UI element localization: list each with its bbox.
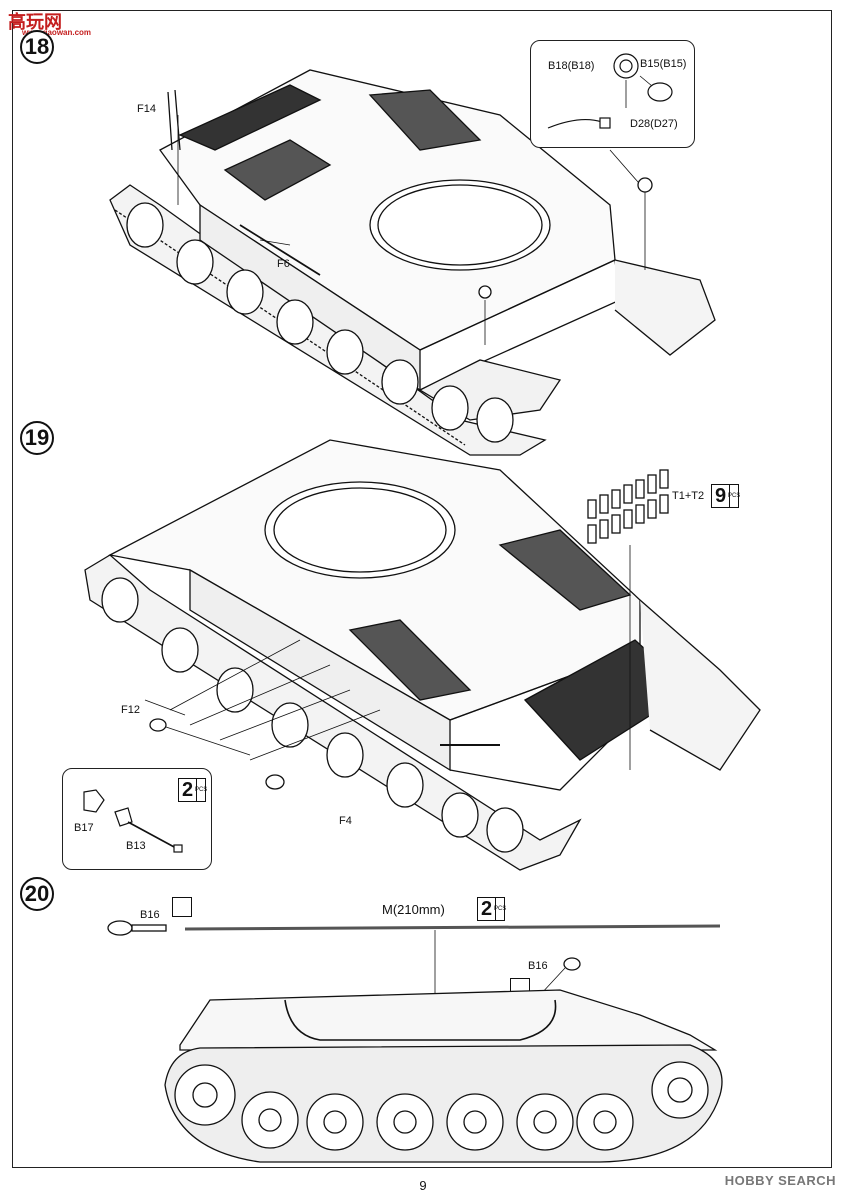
part-label-b16-right: B16 — [528, 960, 548, 972]
qty-callout-unit: PCS — [195, 779, 207, 801]
qty-tracks: 9 PCS — [711, 484, 740, 508]
qty-wire: 2 PCS — [477, 897, 506, 921]
headlight-b17 — [83, 789, 105, 813]
qty-tracks-unit: PCS — [728, 485, 740, 507]
part-label-b18: B18(B18) — [548, 60, 595, 72]
engine-grille — [178, 84, 322, 151]
part-label-b16-left: B16 — [140, 909, 160, 921]
headlight-rim-b15 — [647, 82, 673, 102]
watermark-brand: HOBBY SEARCH — [724, 1173, 836, 1188]
page-number: 9 — [419, 1178, 427, 1193]
part-label-f12: F12 — [121, 704, 140, 716]
part-label-b15: B15(B15) — [640, 58, 687, 70]
watermark-url: www.gaowan.com — [22, 28, 92, 37]
qty-callout: 2 PCS — [178, 778, 207, 802]
part-label-b17: B17 — [74, 822, 94, 834]
hull-side — [179, 989, 718, 1051]
part-label-t1t2: T1+T2 — [672, 490, 705, 502]
part-label-f14: F14 — [137, 103, 156, 115]
qty-tracks-count: 9 — [715, 485, 727, 507]
step-number-19: 19 — [20, 421, 54, 455]
step-number-20: 20 — [20, 877, 54, 911]
spare-track-links — [587, 469, 669, 544]
hatch-ring — [264, 481, 456, 579]
qty-callout-count: 2 — [182, 779, 194, 801]
tow-wire — [184, 924, 721, 931]
page-border — [12, 10, 832, 1168]
part-label-d28: D28(D27) — [630, 118, 678, 130]
part-label-f4: F4 — [339, 815, 352, 827]
qty-wire-count: 2 — [481, 898, 493, 920]
cable-eye-b16 — [107, 920, 133, 936]
roadwheels — [174, 1061, 709, 1151]
part-label-b13: B13 — [126, 840, 146, 852]
part-label-f6: F6 — [277, 258, 290, 270]
hatch-ring — [369, 179, 551, 271]
qty-wire-unit: PCS — [494, 898, 506, 920]
wire-label: M(210mm) — [382, 902, 445, 917]
watermark-site: 高玩网 — [8, 12, 62, 32]
step-number-18: 18 — [20, 30, 54, 64]
cutter-tool-icon — [172, 897, 192, 917]
